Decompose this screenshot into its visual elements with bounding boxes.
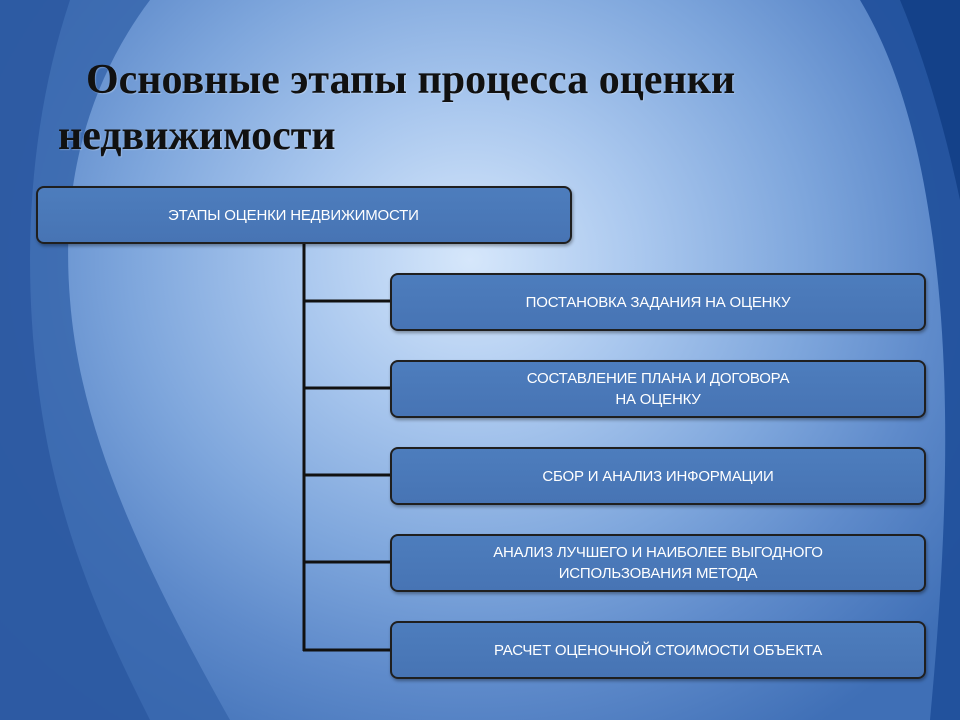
stage-node-3: СБОР И АНАЛИЗ ИНФОРМАЦИИ <box>390 447 926 505</box>
root-node-label: ЭТАПЫ ОЦЕНКИ НЕДВИЖИМОСТИ <box>168 206 419 224</box>
page-title: Основные этапы процесса оценки недвижимо… <box>58 57 736 159</box>
stage-label-2: СОСТАВЛЕНИЕ ПЛАНА И ДОГОВОРА НА ОЦЕНКУ <box>526 370 790 408</box>
stage-node-1: ПОСТАНОВКА ЗАДАНИЯ НА ОЦЕНКУ <box>390 273 926 331</box>
stage-label-4: АНАЛИЗ ЛУЧШЕГО И НАИБОЛЕЕ ВЫГОДНОГО ИСПО… <box>493 544 823 582</box>
root-node-box: ЭТАПЫ ОЦЕНКИ НЕДВИЖИМОСТИ <box>36 186 572 244</box>
stage-node-5: РАСЧЕТ ОЦЕНОЧНОЙ СТОИМОСТИ ОБЪЕКТА <box>390 621 926 679</box>
stage-label-5: РАСЧЕТ ОЦЕНОЧНОЙ СТОИМОСТИ ОБЪЕКТА <box>493 641 823 659</box>
stage-node-2: СОСТАВЛЕНИЕ ПЛАНА И ДОГОВОРА НА ОЦЕНКУ <box>390 360 926 418</box>
stage-label-3: СБОР И АНАЛИЗ ИНФОРМАЦИИ <box>542 467 774 485</box>
stage-label-1: ПОСТАНОВКА ЗАДАНИЯ НА ОЦЕНКУ <box>525 293 791 311</box>
stage-node-4: АНАЛИЗ ЛУЧШЕГО И НАИБОЛЕЕ ВЫГОДНОГО ИСПО… <box>390 534 926 592</box>
